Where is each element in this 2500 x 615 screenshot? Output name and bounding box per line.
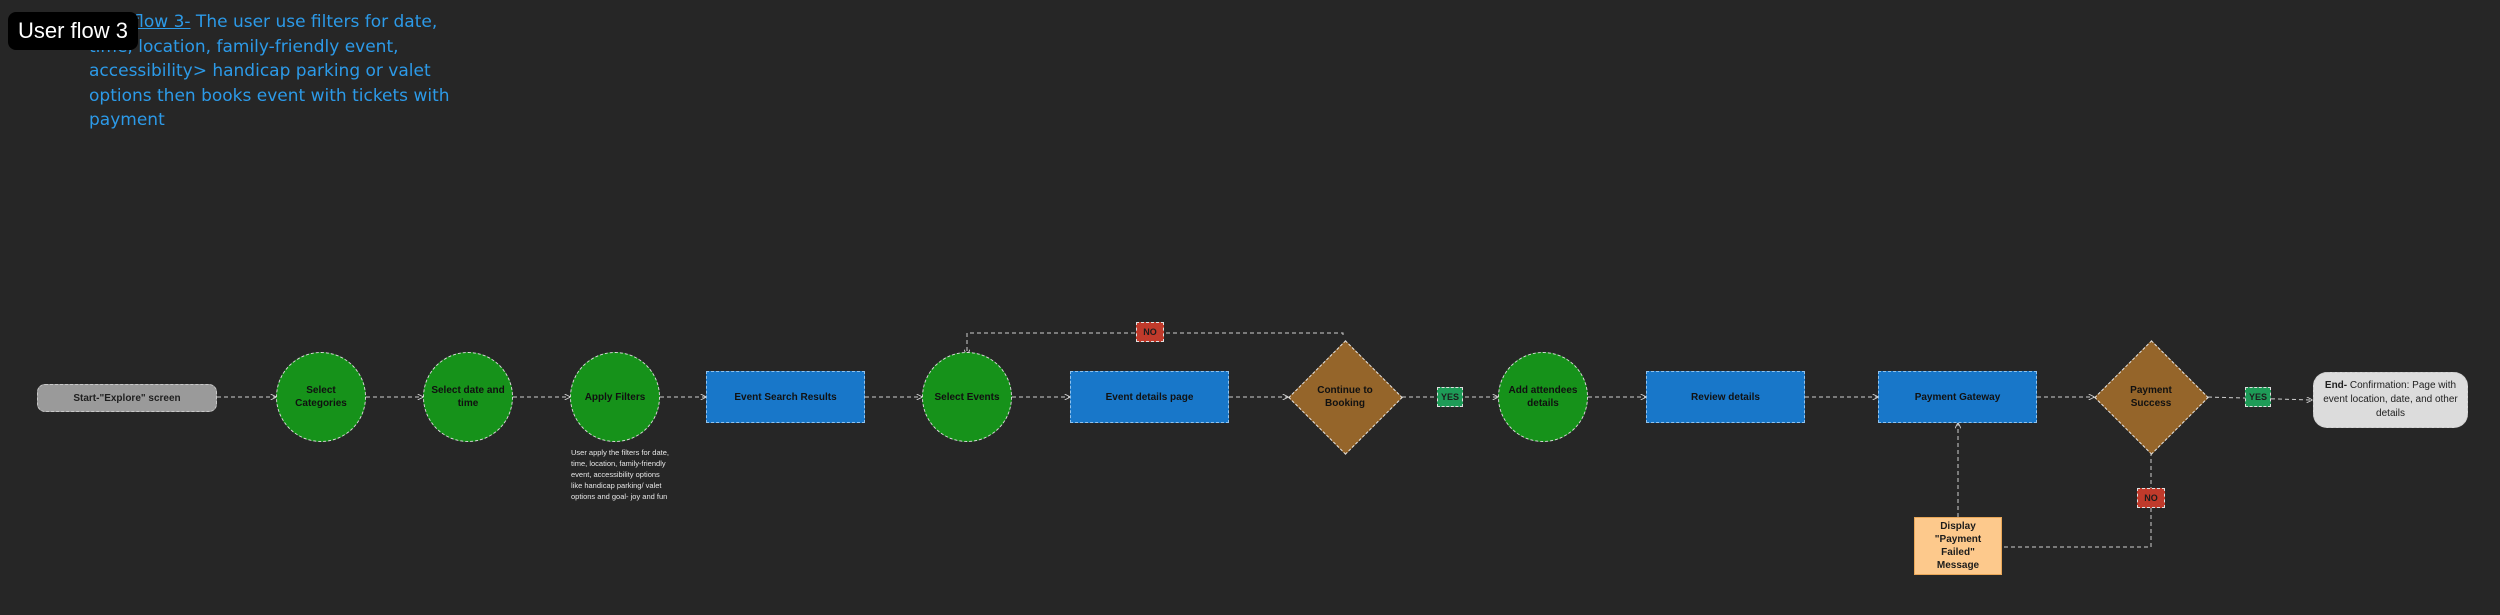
start-node: Start-"Explore" screen	[37, 384, 217, 412]
end-node: End- Confirmation: Page with event locat…	[2313, 372, 2468, 428]
tag-no-payment: NO	[2137, 488, 2165, 508]
node-select-date-time: Select date and time	[423, 352, 513, 442]
end-node-label-bold: End-	[2324, 380, 2348, 391]
node-select-events: Select Events	[922, 352, 1012, 442]
decision-continue-booking: Continue to Booking	[1287, 339, 1403, 455]
node-payment-gateway: Payment Gateway	[1878, 371, 2037, 423]
end-node-label-text: Confirmation: Page with event location, …	[2323, 380, 2458, 419]
decision-payment-success: Payment Success	[2093, 339, 2209, 455]
flow-description: User flow 3- The user use filters for da…	[89, 10, 469, 133]
tag-no-booking: NO	[1136, 322, 1164, 342]
node-add-attendees: Add attendees details	[1498, 352, 1588, 442]
flow-title-badge: User flow 3	[8, 12, 139, 50]
node-event-search-results: Event Search Results	[706, 371, 865, 423]
node-review-details: Review details	[1646, 371, 1805, 423]
tag-yes-booking: YES	[1437, 387, 1463, 407]
apply-filters-note: User apply the filters for date, time, l…	[571, 448, 669, 501]
node-payment-failed: Display "Payment Failed" Message	[1914, 517, 2002, 575]
decision-continue-booking-label: Continue to Booking	[1317, 385, 1373, 409]
tag-yes-payment: YES	[2245, 387, 2271, 407]
node-select-categories: Select Categories	[276, 352, 366, 442]
decision-payment-success-label: Payment Success	[2130, 385, 2172, 409]
edge-success-no-failed	[2002, 452, 2152, 548]
node-apply-filters: Apply Filters	[570, 352, 660, 442]
flow-description-text: The user use filters for date, time, loc…	[89, 12, 450, 130]
node-event-details-page: Event details page	[1070, 371, 1229, 423]
